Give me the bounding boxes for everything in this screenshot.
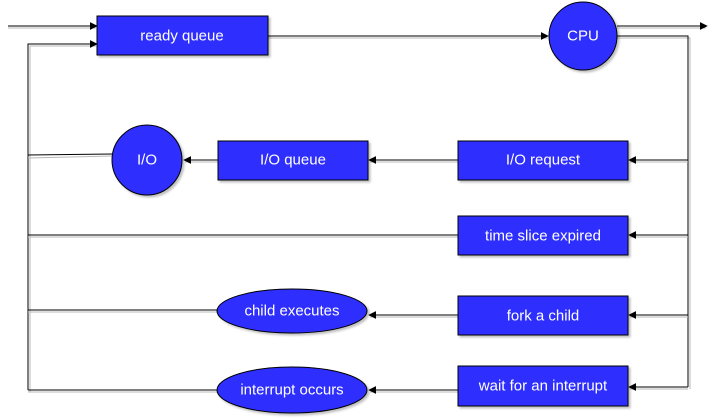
node-ready-queue: ready queue xyxy=(96,15,269,56)
edges xyxy=(8,22,708,394)
node-child-executes: child executes xyxy=(216,288,368,334)
node-io-request: I/O request xyxy=(457,140,629,181)
node-io-queue: I/O queue xyxy=(217,140,369,181)
io-queue-label: I/O queue xyxy=(260,152,326,169)
time-slice-expired-label: time slice expired xyxy=(485,228,601,245)
node-interrupt-occurs: interrupt occurs xyxy=(216,366,368,414)
node-wait-for-an-interrupt: wait for an interrupt xyxy=(457,365,629,407)
node-cpu: CPU xyxy=(548,1,618,71)
node-io: I/O xyxy=(111,124,183,196)
cpu-right-trunk xyxy=(617,35,689,387)
child-executes-label: child executes xyxy=(244,303,339,320)
io-request-label: I/O request xyxy=(506,152,581,169)
left-return-trunk xyxy=(27,40,98,390)
node-fork-a-child: fork a child xyxy=(457,295,629,336)
ready-queue-label: ready queue xyxy=(140,28,223,45)
node-time-slice-expired: time slice expired xyxy=(457,215,629,256)
io-return-line xyxy=(27,153,113,156)
interrupt-occurs-label: interrupt occurs xyxy=(240,382,343,399)
fork-a-child-label: fork a child xyxy=(507,308,580,325)
wait-for-an-interrupt-label: wait for an interrupt xyxy=(478,378,608,395)
cpu-label: CPU xyxy=(567,28,599,45)
io-label: I/O xyxy=(137,152,157,169)
